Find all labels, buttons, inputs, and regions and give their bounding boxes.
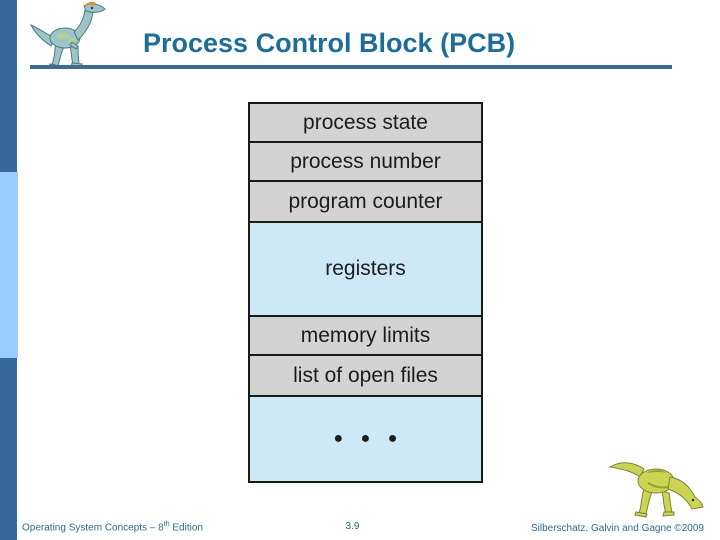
pcb-row-registers: registers (250, 223, 481, 317)
pcb-row-process-number: process number (250, 143, 481, 182)
pcb-row-open-files: list of open files (250, 356, 481, 397)
pcb-row-label: program counter (288, 189, 443, 213)
sidebar-stripe-middle (0, 172, 18, 358)
pcb-row-label: list of open files (293, 363, 438, 387)
pcb-row-label: process state (303, 110, 428, 134)
pcb-row-label: registers (325, 257, 406, 280)
dinosaur-icon (608, 462, 704, 518)
footer-book-title: Operating System Concepts – 8th Edition (22, 521, 203, 533)
page-title: Process Control Block (PCB) (143, 28, 516, 58)
pcb-row-label: process number (290, 149, 441, 173)
slide-number: 3.9 (345, 521, 360, 532)
pcb-row-ellipsis: ● ● ● (250, 397, 481, 481)
footer-book-title-prefix: Operating System Concepts – 8 (22, 522, 164, 534)
pcb-row-memory-limits: memory limits (250, 317, 481, 356)
pcb-table: process state process number program cou… (248, 102, 483, 483)
pcb-row-process-state: process state (250, 104, 481, 143)
sidebar-stripe-bottom (0, 358, 17, 540)
footer-book-title-suffix: Edition (169, 522, 203, 534)
footer-credit: Silberschatz, Galvin and Gagne ©2009 (530, 523, 704, 534)
pcb-row-program-counter: program counter (250, 182, 481, 223)
pcb-row-label: memory limits (300, 323, 431, 347)
dinosaur-icon (29, 2, 106, 68)
title-underline (30, 65, 672, 69)
ellipsis-dots: ● ● ● (333, 430, 398, 447)
sidebar-stripe-top (0, 0, 17, 172)
footer-edition-superscript: th (163, 521, 170, 528)
